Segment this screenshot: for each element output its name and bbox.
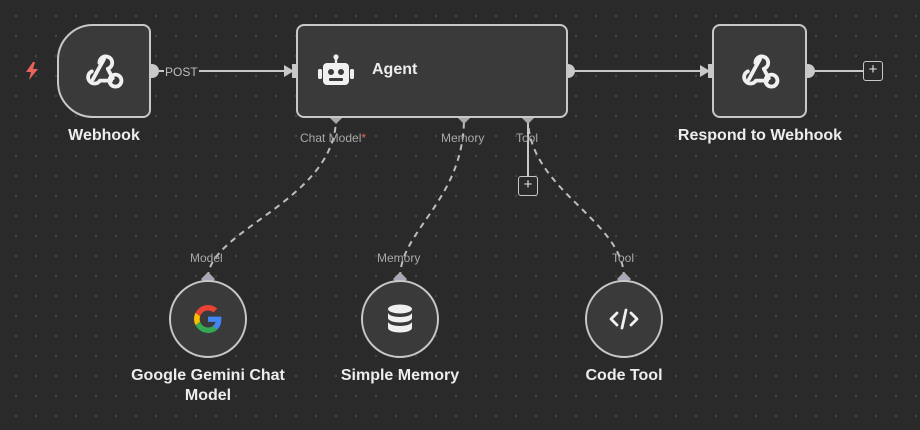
respond-to-webhook-node[interactable] <box>712 24 807 118</box>
post-connection-label: POST <box>164 65 199 79</box>
google-gemini-chat-model-node[interactable] <box>169 280 247 358</box>
memory-output-label: Memory <box>377 251 421 265</box>
connection-tool[interactable] <box>527 117 625 279</box>
google-gemini-chat-model-label: Google Gemini Chat Model <box>131 367 285 404</box>
simple-memory-label: Simple Memory <box>340 367 460 384</box>
code-icon <box>587 282 661 356</box>
connection-memory[interactable] <box>399 117 465 279</box>
add-tool-button[interactable]: + <box>518 176 538 196</box>
webhook-icon <box>59 26 149 116</box>
input-handle-agent[interactable] <box>292 64 298 78</box>
agent-input-memory-label: Memory <box>441 131 485 145</box>
input-handle-respond[interactable] <box>708 64 714 78</box>
webhook-icon <box>714 26 805 116</box>
respond-to-webhook-label: Respond to Webhook <box>677 127 843 144</box>
add-node-button[interactable]: + <box>863 61 883 81</box>
database-icon <box>363 282 437 356</box>
robot-icon <box>316 53 356 89</box>
simple-memory-node[interactable] <box>361 280 439 358</box>
google-g-icon <box>171 282 245 356</box>
webhook-node[interactable] <box>57 24 151 118</box>
required-marker: * <box>361 131 367 145</box>
connection-arrow <box>284 65 294 77</box>
lightning-icon <box>26 62 38 80</box>
connection-arrow <box>700 65 710 77</box>
agent-input-tool-label: Tool <box>516 131 539 145</box>
code-tool-label: Code Tool <box>585 367 663 384</box>
agent-label: Agent <box>372 61 418 78</box>
webhook-label: Webhook <box>68 127 140 144</box>
code-output-label: Tool <box>612 251 635 265</box>
gemini-output-label: Model <box>190 251 223 265</box>
agent-input-chat-model-label: Chat Model* <box>300 131 367 145</box>
code-tool-node[interactable] <box>585 280 663 358</box>
